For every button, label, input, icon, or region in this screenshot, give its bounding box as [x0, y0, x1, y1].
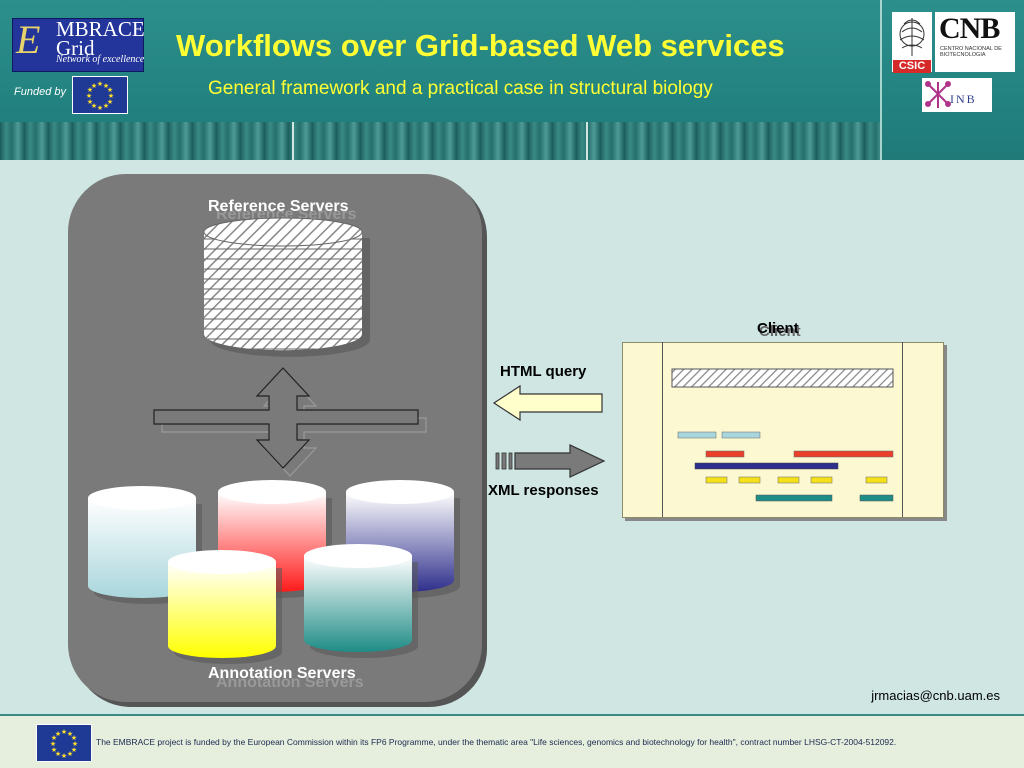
svg-text:★: ★ — [107, 86, 113, 94]
strip-separator — [586, 122, 588, 160]
track-navy — [694, 462, 839, 470]
client-query-bar — [671, 368, 894, 388]
track-red — [793, 450, 894, 458]
csic-label: CSIC — [893, 60, 931, 73]
svg-text:★: ★ — [51, 734, 57, 742]
client-right-border — [902, 342, 903, 517]
embrace-logo-subtitle: Network of excellence — [56, 54, 145, 65]
embrace-logo-title: MBRACE Grid — [56, 17, 145, 60]
client-label-shadow: Client — [759, 323, 801, 340]
track-lightblue — [721, 431, 761, 439]
footer-eu-flag-icon: ★★★★ ★★★★ ★★★★ — [36, 724, 92, 762]
svg-text:★: ★ — [72, 740, 78, 748]
footer — [0, 716, 1024, 768]
svg-text:★: ★ — [103, 82, 109, 90]
svg-text:★: ★ — [51, 746, 57, 754]
track-yellow — [777, 476, 800, 484]
track-teal — [755, 494, 833, 502]
footer-text: The EMBRACE project is funded by the Eur… — [96, 737, 897, 747]
header-divider — [880, 0, 882, 160]
svg-text:★: ★ — [97, 104, 103, 112]
html-query-label: HTML query — [500, 363, 587, 380]
svg-text:★: ★ — [87, 98, 93, 106]
cnb-label: CNB — [939, 12, 1000, 45]
cnb-sublabel: CENTRO NACIONAL DE BIOTECNOLOGIA — [940, 46, 1002, 58]
svg-text:★: ★ — [87, 86, 93, 94]
xml-responses-label: XML responses — [488, 482, 599, 499]
cnb-logo — [935, 12, 1015, 72]
track-lightblue — [677, 431, 717, 439]
svg-text:★: ★ — [108, 92, 114, 100]
svg-text:★: ★ — [91, 82, 97, 90]
svg-text:★: ★ — [103, 102, 109, 110]
reference-servers-label: Reference Servers — [208, 198, 349, 215]
embrace-logo-line1: MBRACE — [56, 17, 145, 41]
page-subtitle: General framework and a practical case i… — [208, 78, 713, 99]
client-label: Client — [757, 320, 799, 337]
footer-divider — [0, 714, 1024, 716]
track-yellow — [810, 476, 833, 484]
annotation-server-cylinder-yellow — [168, 550, 282, 664]
svg-text:★: ★ — [61, 728, 67, 736]
svg-text:★: ★ — [71, 746, 77, 754]
annotation-servers-label-shadow: Annotation Servers — [216, 674, 364, 691]
svg-text:★: ★ — [67, 730, 73, 738]
inb-label: INB — [950, 92, 977, 106]
xml-responses-arrow — [495, 444, 606, 478]
embrace-logo — [12, 18, 144, 72]
svg-text:★: ★ — [91, 102, 97, 110]
annotation-server-cylinder-teal — [304, 544, 418, 658]
svg-text:★: ★ — [55, 750, 61, 758]
inb-logo — [922, 78, 992, 112]
track-yellow — [705, 476, 728, 484]
reference-server-cylinder — [203, 217, 370, 357]
embrace-logo-line2: Grid — [56, 36, 95, 60]
svg-text:★: ★ — [97, 80, 103, 88]
contact-email: jrmacias@cnb.uam.es — [871, 688, 1000, 703]
svg-text:★: ★ — [107, 98, 113, 106]
embrace-e-glyph: E — [16, 17, 41, 62]
page-title: Workflows over Grid-based Web services — [176, 28, 785, 63]
track-red — [705, 450, 745, 458]
funded-by-label: Funded by — [14, 86, 66, 98]
svg-text:★: ★ — [55, 730, 61, 738]
header-image-strip — [0, 122, 882, 160]
svg-text:★: ★ — [67, 750, 73, 758]
svg-text:★: ★ — [61, 752, 67, 760]
svg-text:★: ★ — [86, 92, 92, 100]
html-query-arrow — [492, 384, 603, 422]
annotation-servers-label: Annotation Servers — [208, 665, 356, 682]
svg-text:★: ★ — [50, 740, 56, 748]
client-left-border — [662, 342, 663, 517]
strip-separator — [292, 122, 294, 160]
track-teal — [859, 494, 894, 502]
svg-text:★: ★ — [71, 734, 77, 742]
track-yellow — [738, 476, 761, 484]
four-way-arrow — [153, 367, 419, 469]
track-yellow — [865, 476, 888, 484]
eu-flag-icon: ★★★★ ★★★★ ★★★★ — [72, 76, 128, 114]
